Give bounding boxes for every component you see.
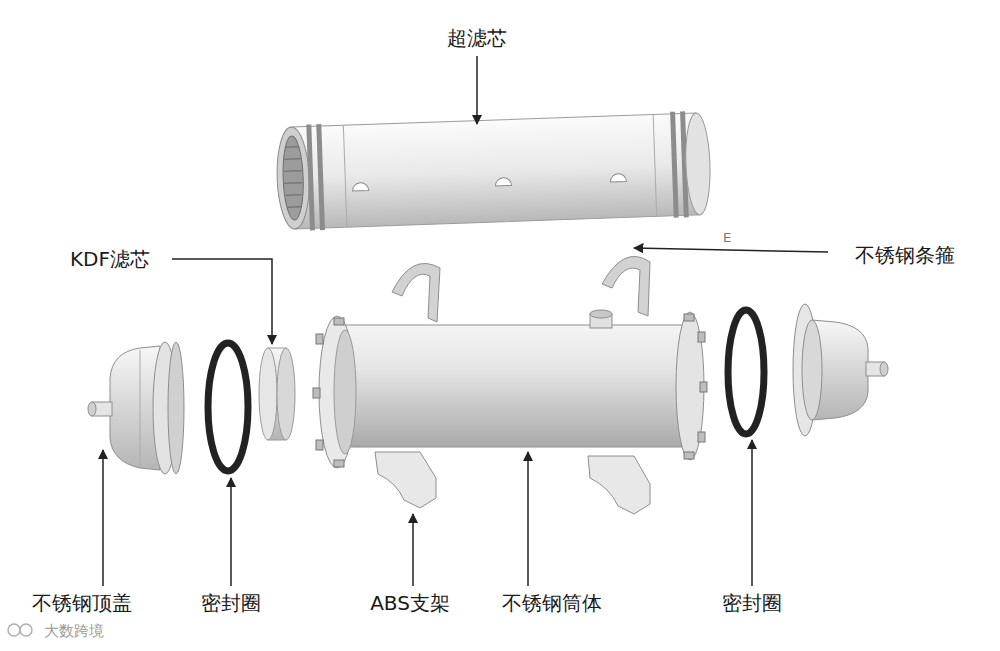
watermark: 大数跨境 — [44, 622, 104, 640]
leader-lines — [103, 56, 828, 586]
gasket-ring — [208, 343, 248, 471]
part-label: 超滤芯 — [447, 26, 507, 50]
kdf-disc — [259, 348, 295, 440]
part-label: 不锈钢条箍 — [855, 243, 955, 267]
abs-bracket — [375, 452, 650, 514]
part-label: KDF滤芯 — [70, 247, 150, 271]
watermark-logo — [8, 624, 32, 636]
gasket-ring — [728, 310, 764, 434]
part-label: 不锈钢顶盖 — [32, 591, 132, 615]
steel-body — [313, 310, 707, 468]
end-cap — [793, 304, 888, 436]
ultrafilter-cartridge — [275, 111, 711, 232]
steel-strap — [392, 256, 650, 322]
part-label: 密封圈 — [722, 591, 782, 615]
part-label: 不锈钢筒体 — [502, 591, 602, 615]
part-label: E — [723, 230, 731, 246]
part-label: 密封圈 — [201, 591, 261, 615]
part-label: ABS支架 — [370, 591, 450, 615]
